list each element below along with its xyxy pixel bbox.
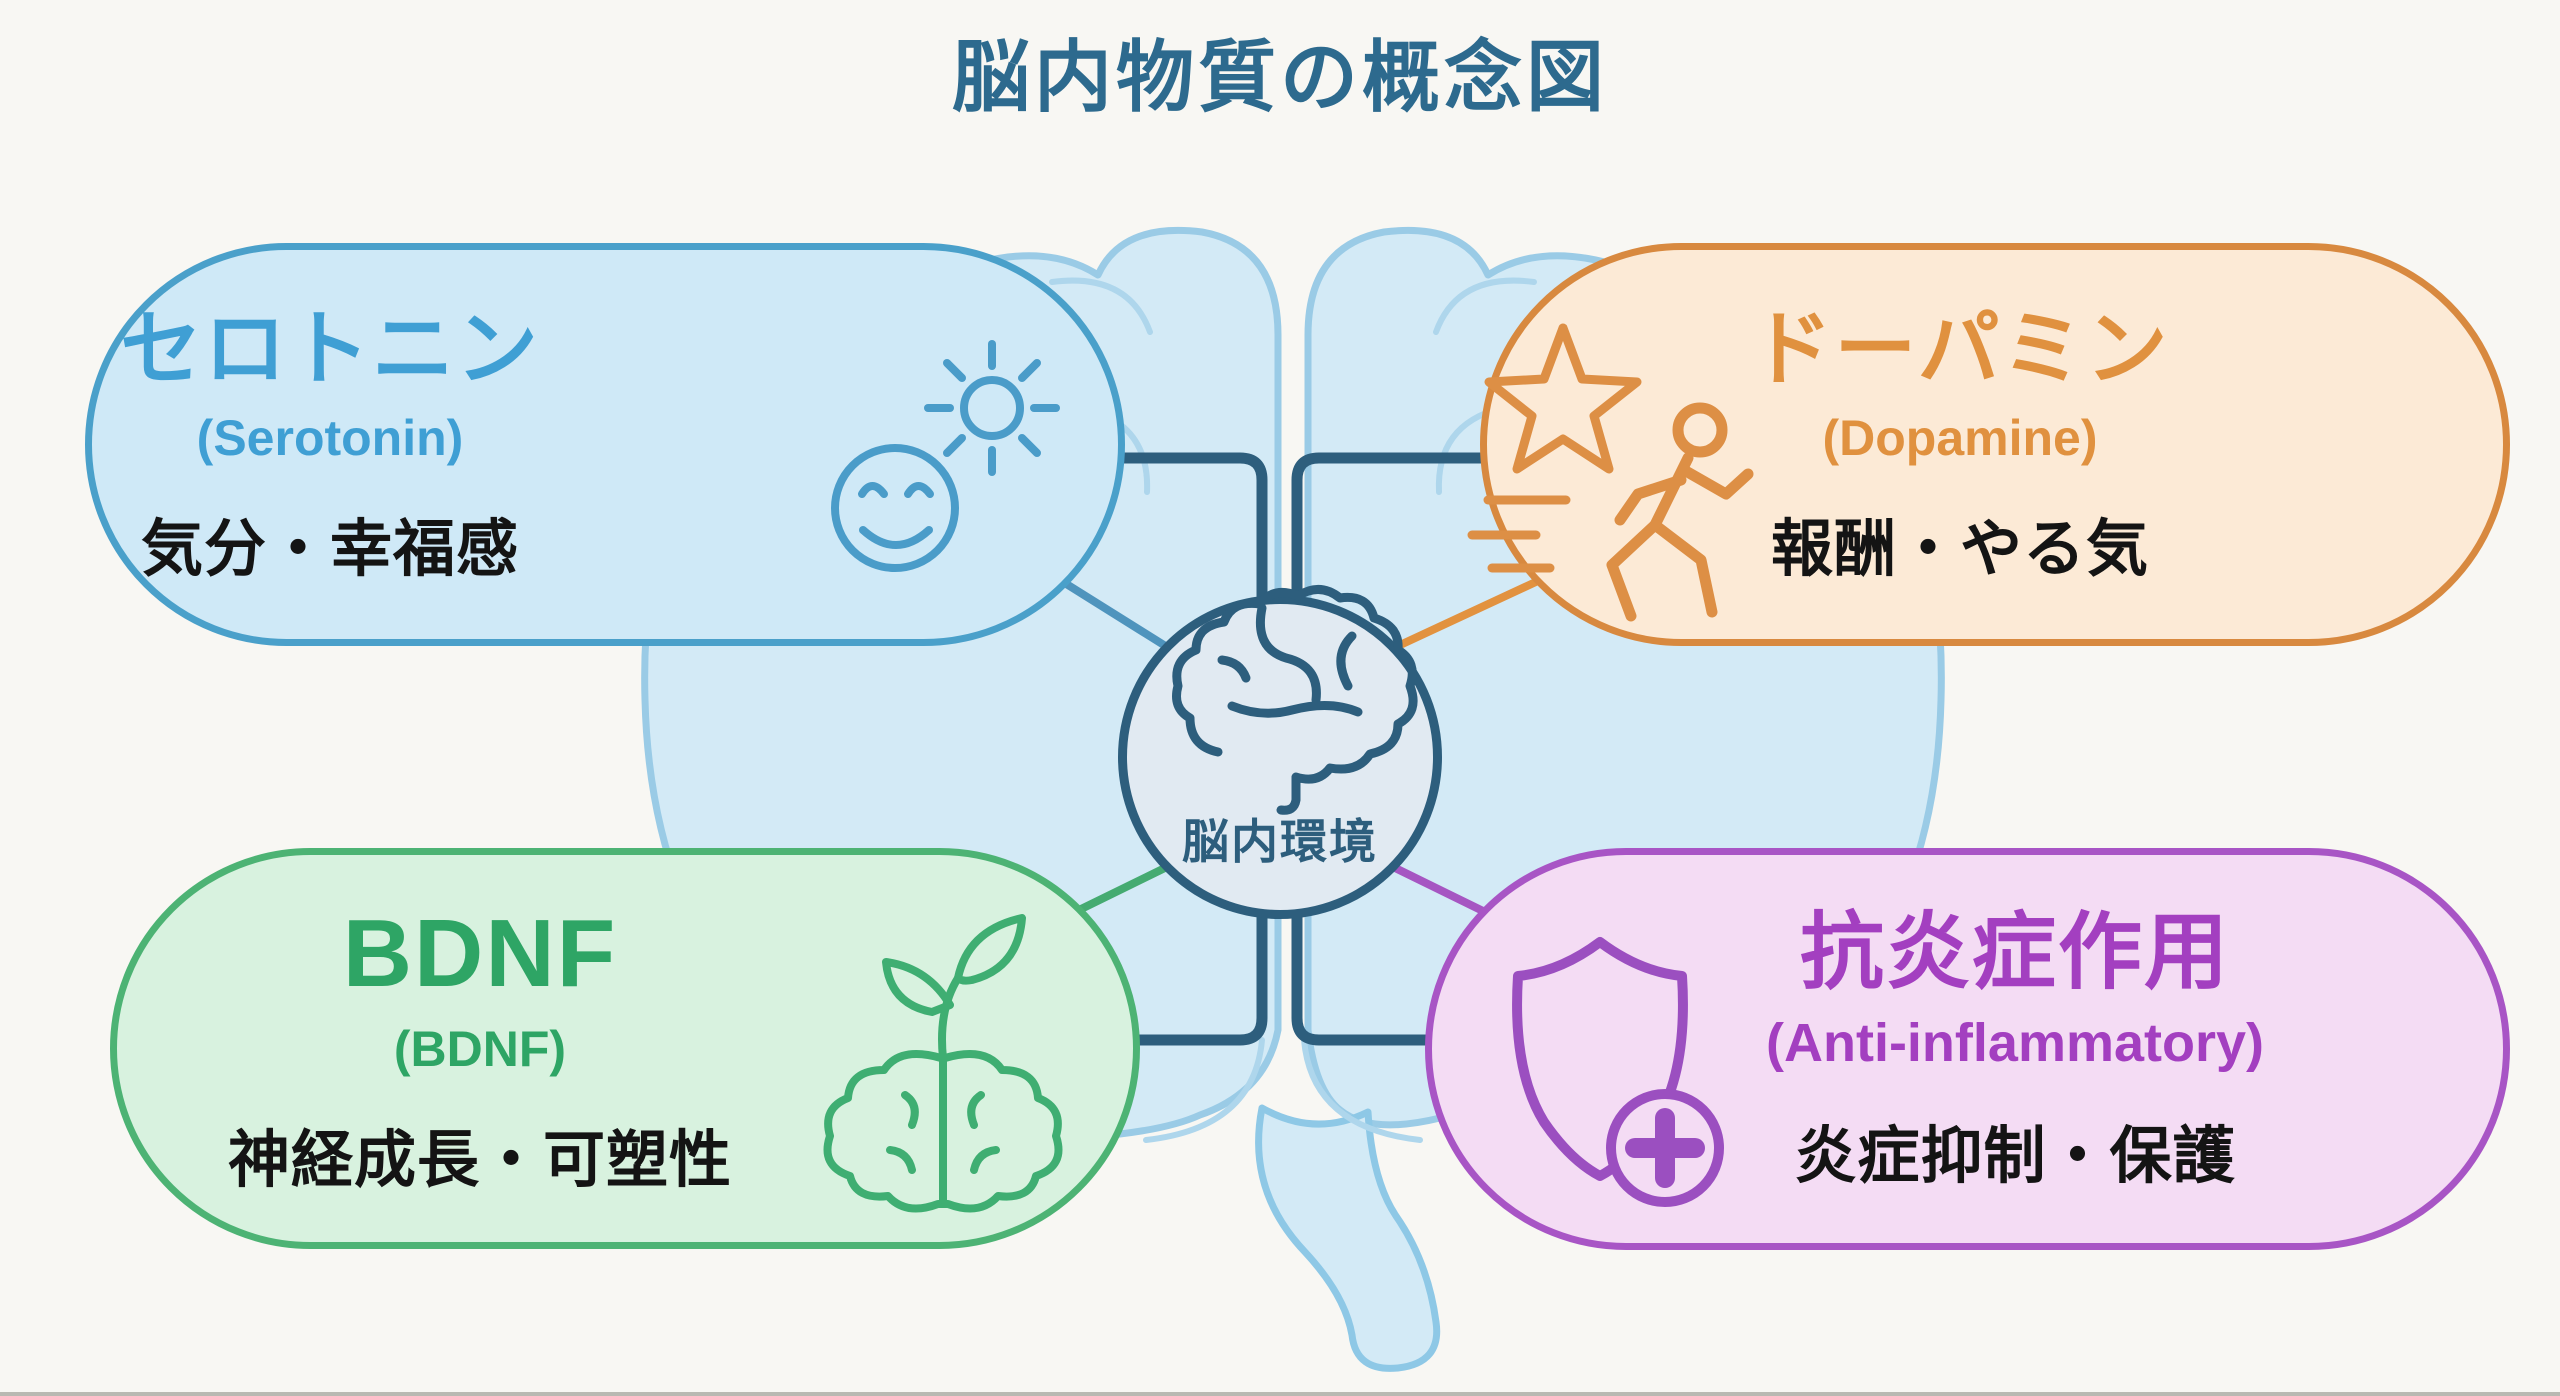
connector-dopamine-elbow [1291, 452, 1498, 612]
serotonin-title-en: (Serotonin) [196, 409, 464, 466]
connector-serotonin-elbow [1109, 452, 1268, 612]
center-hub: 脳内環境 [1118, 595, 1442, 919]
connector-bdnf-elbow [1126, 902, 1268, 1046]
center-hub-label: 脳内環境 [1182, 815, 1378, 868]
anti-title-en: (Anti-inflammatory) [1766, 1013, 2264, 1073]
dopamine-title-ja: ドーパミン [1750, 303, 2170, 395]
connector-dopamine-diagonal [1381, 576, 1544, 656]
connector-serotonin-diagonal [1056, 576, 1179, 656]
page-title: 脳内物質の概念図 [951, 33, 1608, 121]
serotonin-title-ja: セロトニン [119, 303, 540, 395]
serotonin-description: 気分・幸福感 [140, 514, 519, 584]
connector-anti-diagonal [1381, 859, 1489, 916]
dopamine-title-en: (Dopamine) [1822, 409, 2098, 466]
anti-title-ja: 抗炎症作用 [1799, 905, 2230, 999]
panel-anti-inflammatory: 抗炎症作用 (Anti-inflammatory) 炎症抑制・保護 [1425, 848, 2510, 1250]
panel-serotonin: セロトニン (Serotonin) 気分・幸福感 [85, 243, 1125, 646]
bdnf-description: 神経成長・可塑性 [227, 1125, 732, 1195]
panel-bdnf: BDNF (BDNF) 神経成長・可塑性 [110, 848, 1140, 1249]
dopamine-description: 報酬・やる気 [1770, 514, 2149, 584]
anti-description: 炎症抑制・保護 [1794, 1122, 2236, 1191]
panel-dopamine: ドーパミン (Dopamine) 報酬・やる気 [1480, 243, 2510, 646]
brainstem-shape [1255, 1104, 1441, 1372]
bottom-edge-strip [0, 1392, 2560, 1396]
bdnf-title: BDNF [342, 899, 618, 1007]
connector-bdnf-diagonal [1071, 859, 1179, 916]
bdnf-title-en: (BDNF) [393, 1020, 567, 1077]
connector-anti-elbow [1291, 902, 1434, 1046]
